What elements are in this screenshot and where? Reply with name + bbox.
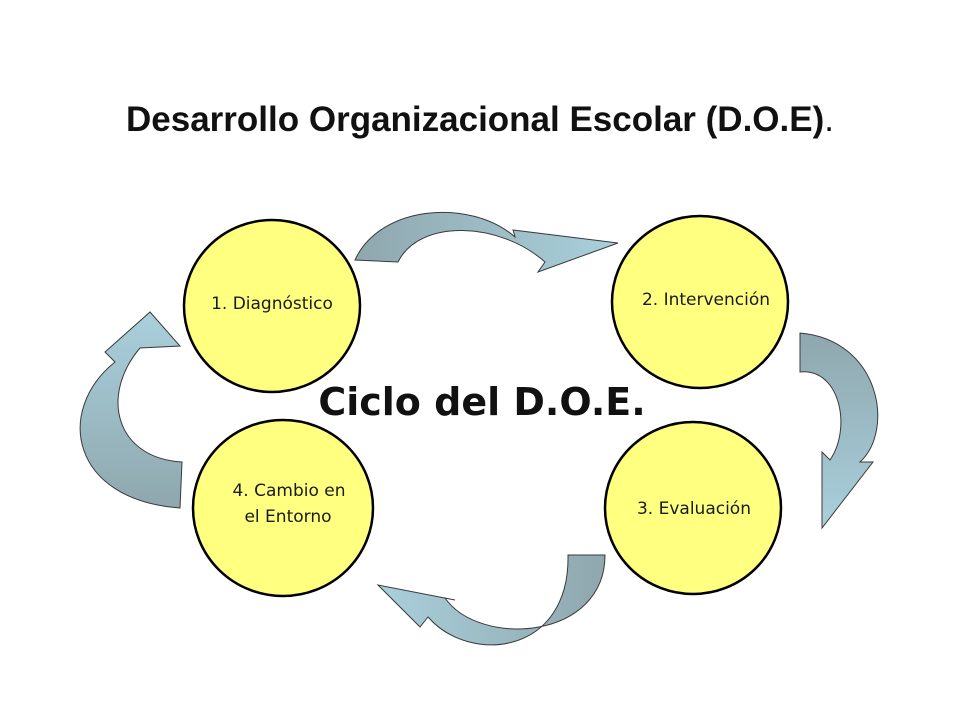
- stage-evaluacion: 3. Evaluación: [603, 420, 783, 596]
- cycle-center-label: Ciclo del D.O.E.: [318, 380, 645, 424]
- arrow-evaluacion-to-cambio: [376, 554, 606, 646]
- stage-label-diagnostico: 1. Diagnóstico: [211, 294, 333, 314]
- stage-diagnostico: 1. Diagnóstico: [182, 218, 362, 394]
- arrow-cambio-to-diagnostico: [79, 311, 183, 509]
- title-text: Desarrollo Organizacional Escolar (D.O.E…: [126, 100, 825, 139]
- stage-label-intervencion: 2. Intervención: [642, 290, 770, 310]
- arrow-diagnostico-to-intervencion: [354, 211, 619, 274]
- stage-label-evaluacion: 3. Evaluación: [637, 499, 751, 519]
- stage-cambio-entorno: 4. Cambio en el Entorno: [191, 418, 375, 598]
- slide-title: Desarrollo Organizacional Escolar (D.O.E…: [0, 100, 960, 140]
- title-period: .: [824, 100, 834, 139]
- arrow-intervencion-to-evaluacion: [799, 332, 879, 530]
- stage-label-cambio-line1: 4. Cambio en: [232, 481, 345, 501]
- stage-label-cambio-line2: el Entorno: [244, 507, 331, 527]
- stage-intervencion: 2. Intervención: [610, 214, 790, 390]
